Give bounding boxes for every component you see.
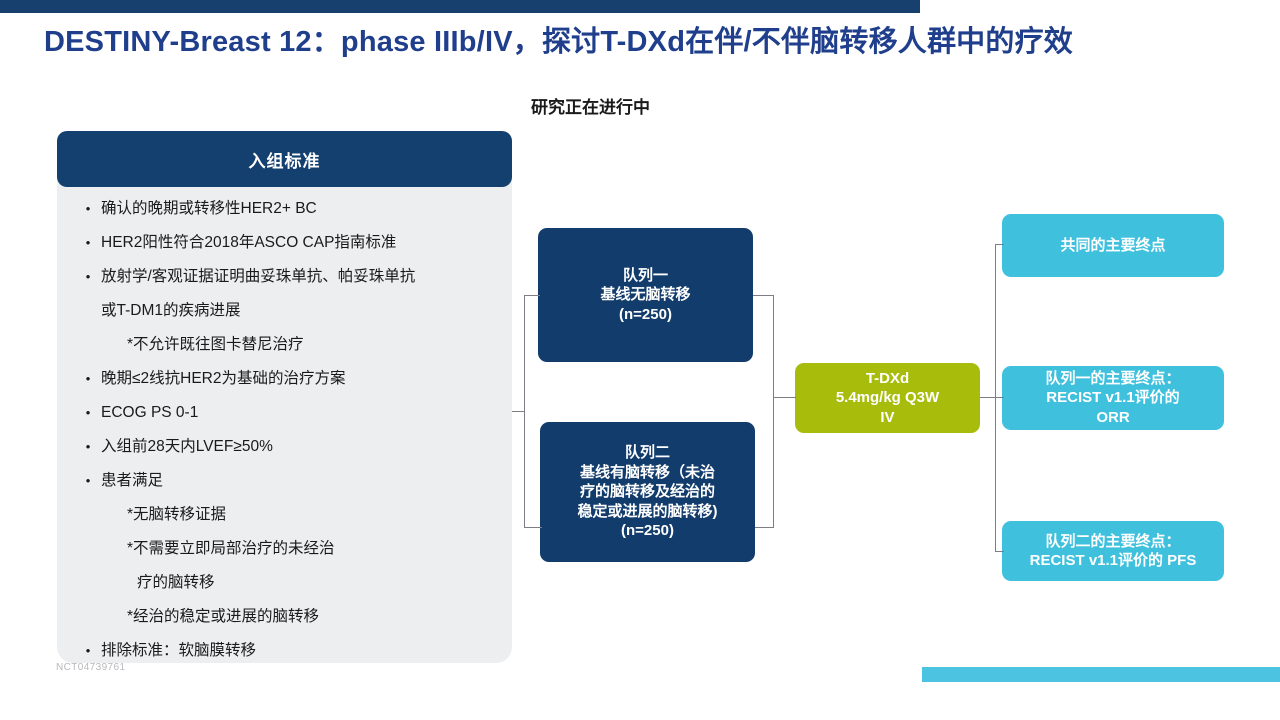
connector-bracket-to-treatment bbox=[773, 397, 796, 399]
connector-right-bracket-bottom bbox=[995, 551, 1004, 553]
bullet-icon: • bbox=[85, 473, 91, 488]
bottom-accent-bar bbox=[922, 667, 1280, 682]
criteria-item: *无脑转移证据 bbox=[75, 498, 498, 532]
criteria-item-label: *不需要立即局部治疗的未经治 bbox=[127, 540, 335, 557]
criteria-item-label: 晚期≤2线抗HER2为基础的治疗方案 bbox=[101, 370, 346, 387]
connector-treatment-to-bracket bbox=[980, 397, 996, 399]
criteria-item: • 患者满足 bbox=[75, 464, 498, 498]
connector-mid-bracket-top bbox=[753, 295, 774, 297]
connector-mid-bracket-vertical bbox=[773, 295, 775, 527]
criteria-item: *不需要立即局部治疗的未经治 bbox=[75, 532, 498, 566]
criteria-item-label: *不允许既往图卡替尼治疗 bbox=[127, 336, 304, 353]
top-accent-bar bbox=[0, 0, 920, 13]
criteria-panel bbox=[57, 131, 512, 663]
connector-mid-bracket-bottom bbox=[755, 527, 774, 529]
criteria-item: • HER2阳性符合2018年ASCO CAP指南标准 bbox=[75, 226, 498, 260]
flow-node-cohort1-endpoint: 队列一的主要终点： RECIST v1.1评价的 ORR bbox=[1002, 366, 1224, 430]
flow-node-cohort-1: 队列一 基线无脑转移 (n=250) bbox=[538, 228, 753, 362]
criteria-item-label: 放射学/客观证据证明曲妥珠单抗、帕妥珠单抗 bbox=[101, 268, 416, 285]
bullet-icon: • bbox=[85, 371, 91, 386]
flow-node-cohort2-endpoint: 队列二的主要终点： RECIST v1.1评价的 PFS bbox=[1002, 521, 1224, 581]
criteria-item-label: 或T-DM1的疾病进展 bbox=[101, 302, 241, 319]
flow-node-cohort-2: 队列二 基线有脑转移（未治 疗的脑转移及经治的 稳定或进展的脑转移) (n=25… bbox=[540, 422, 755, 562]
criteria-item: *经治的稳定或进展的脑转移 bbox=[75, 600, 498, 634]
trial-registration-footnote: NCT04739761 bbox=[56, 662, 126, 673]
criteria-item-label: 疗的脑转移 bbox=[137, 574, 215, 591]
flow-node-treatment: T-DXd 5.4mg/kg Q3W IV bbox=[795, 363, 980, 433]
criteria-item-label: *经治的稳定或进展的脑转移 bbox=[127, 608, 320, 625]
criteria-item: *不允许既往图卡替尼治疗 bbox=[75, 328, 498, 362]
criteria-panel-header: 入组标准 bbox=[57, 131, 512, 187]
criteria-item: • 入组前28天内LVEF≥50% bbox=[75, 430, 498, 464]
bullet-icon: • bbox=[85, 405, 91, 420]
criteria-item: •或T-DM1的疾病进展 bbox=[75, 294, 498, 328]
criteria-item: • 晚期≤2线抗HER2为基础的治疗方案 bbox=[75, 362, 498, 396]
criteria-item: • ECOG PS 0-1 bbox=[75, 396, 498, 430]
criteria-list: • 确认的晚期或转移性HER2+ BC • HER2阳性符合2018年ASCO CAP… bbox=[57, 190, 512, 660]
criteria-item-label: ECOG PS 0-1 bbox=[101, 404, 199, 421]
connector-right-bracket-top bbox=[995, 244, 1004, 246]
bullet-icon: • bbox=[85, 201, 91, 216]
bullet-icon: • bbox=[85, 235, 91, 250]
connector-left-bracket-top bbox=[524, 295, 540, 297]
criteria-item: • 放射学/客观证据证明曲妥珠单抗、帕妥珠单抗 bbox=[75, 260, 498, 294]
criteria-item-label: 入组前28天内LVEF≥50% bbox=[101, 438, 273, 455]
criteria-item: • 确认的晚期或转移性HER2+ BC bbox=[75, 192, 498, 226]
connector-right-bracket-mid bbox=[995, 397, 1004, 399]
connector-criteria-to-bracket bbox=[512, 411, 525, 413]
criteria-item-label: 排除标准：软脑膜转移 bbox=[101, 642, 257, 659]
criteria-item-label: 确认的晚期或转移性HER2+ BC bbox=[101, 200, 317, 217]
criteria-item: • 排除标准：软脑膜转移 bbox=[75, 634, 498, 668]
criteria-item: 疗的脑转移 bbox=[75, 566, 498, 600]
bullet-icon: • bbox=[85, 269, 91, 284]
bullet-icon: • bbox=[85, 643, 91, 658]
criteria-item-label: 患者满足 bbox=[101, 472, 164, 489]
criteria-item-label: *无脑转移证据 bbox=[127, 506, 227, 523]
page-title: DESTINY-Breast 12：phase IIIb/IV，探讨T-DXd在… bbox=[44, 26, 1073, 58]
flow-node-coprimary-endpoint: 共同的主要终点 bbox=[1002, 214, 1224, 277]
bullet-icon: • bbox=[85, 439, 91, 454]
criteria-item-label: HER2阳性符合2018年ASCO CAP指南标准 bbox=[101, 234, 397, 251]
study-status-label: 研究正在进行中 bbox=[531, 98, 650, 117]
connector-left-bracket-bottom bbox=[524, 527, 542, 529]
